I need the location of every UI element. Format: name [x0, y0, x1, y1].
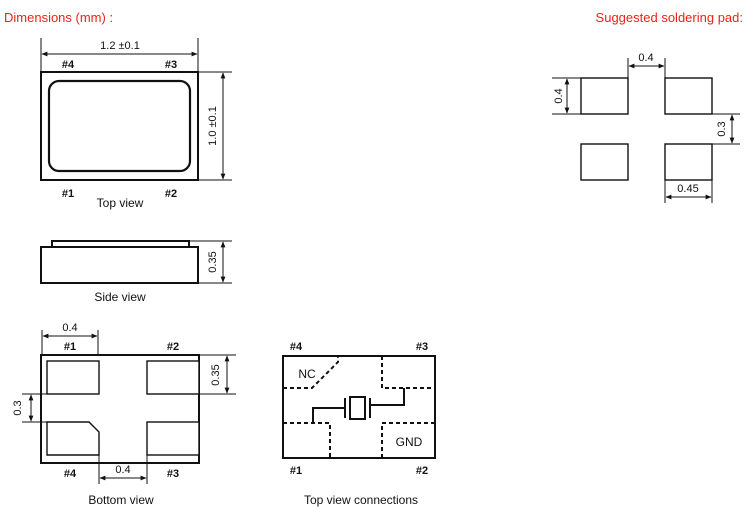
bottom-view-pin-3: #3	[167, 468, 179, 480]
connections-pin-2: #2	[416, 465, 428, 477]
bottom-view-pad-height-dim: 0.35	[210, 364, 222, 385]
connections-pad-4-outline	[283, 356, 339, 389]
bottom-view-pad-1	[46, 360, 100, 395]
solder-pad-width-dim: 0.45	[677, 183, 698, 195]
solder-gap-h-dim: 0.4	[638, 52, 653, 64]
soldering-pad-view: 0.4 0.4 0.3 0.45	[552, 52, 740, 203]
connections-pin-1: #1	[290, 465, 302, 477]
bottom-view-caption: Bottom view	[88, 493, 154, 507]
connections-caption: Top view connections	[304, 493, 418, 507]
side-view: 0.35 Side view	[40, 240, 232, 304]
crystal-symbol	[349, 396, 366, 420]
bottom-view-pad-4	[46, 421, 100, 456]
connections-view: #4 #3 NC GND #1 #2 Top view connections	[282, 341, 436, 507]
soldering-pad-title: Suggested soldering pad:	[596, 10, 743, 25]
bottom-view-pad-gap-v-dim: 0.3	[12, 400, 24, 415]
bottom-view-pin-4: #4	[64, 468, 77, 480]
connections-pad-3-outline	[381, 356, 435, 389]
solder-pad-top-left	[580, 77, 629, 115]
solder-pad-bottom-right	[664, 143, 713, 181]
top-view-pin-4: #4	[62, 59, 75, 71]
solder-pad-bottom-left	[580, 143, 629, 181]
connections-pin-3: #3	[416, 341, 428, 353]
connections-pad-2-outline	[381, 422, 435, 458]
top-view-pin-3: #3	[165, 59, 177, 71]
side-view-body	[40, 246, 199, 284]
top-view-body	[40, 71, 199, 181]
bottom-view-pin-2: #2	[167, 341, 179, 353]
bottom-view-pad-2	[146, 360, 200, 395]
solder-pad-height-dim: 0.4	[553, 88, 565, 103]
side-view-height-dim: 0.35	[207, 251, 219, 272]
bottom-view-pad-gap-h-dim: 0.4	[115, 464, 130, 476]
solder-gap-v-dim: 0.3	[716, 121, 728, 136]
bottom-view-pad-3	[146, 421, 200, 456]
bottom-view-pad-width-dim: 0.4	[62, 322, 77, 334]
top-view-lid	[47, 79, 192, 173]
solder-pad-top-right	[664, 77, 713, 115]
connections-pin-4: #4	[290, 341, 303, 353]
top-view-width-dim: 1.2 ±0.1	[100, 40, 140, 52]
dimensions-title: Dimensions (mm) :	[4, 10, 113, 25]
bottom-view-pin-1: #1	[64, 341, 76, 353]
top-view-height-dim: 1.0 ±0.1	[207, 106, 219, 146]
top-view-pin-1: #1	[62, 188, 74, 200]
connections-pad-1-outline	[283, 422, 331, 458]
connections-gnd-label: GND	[396, 435, 423, 449]
bottom-view: 0.4 #1 #2 0.35 0.3 0.4 #4 #3 Bottom view	[12, 322, 236, 507]
top-view: 1.2 ±0.1 #4 #3 #1 #2 1.0 ±0.1 Top view	[40, 38, 232, 210]
top-view-pin-2: #2	[165, 188, 177, 200]
top-view-caption: Top view	[97, 196, 144, 210]
connections-nc-label: NC	[298, 367, 316, 381]
side-view-caption: Side view	[94, 290, 146, 304]
